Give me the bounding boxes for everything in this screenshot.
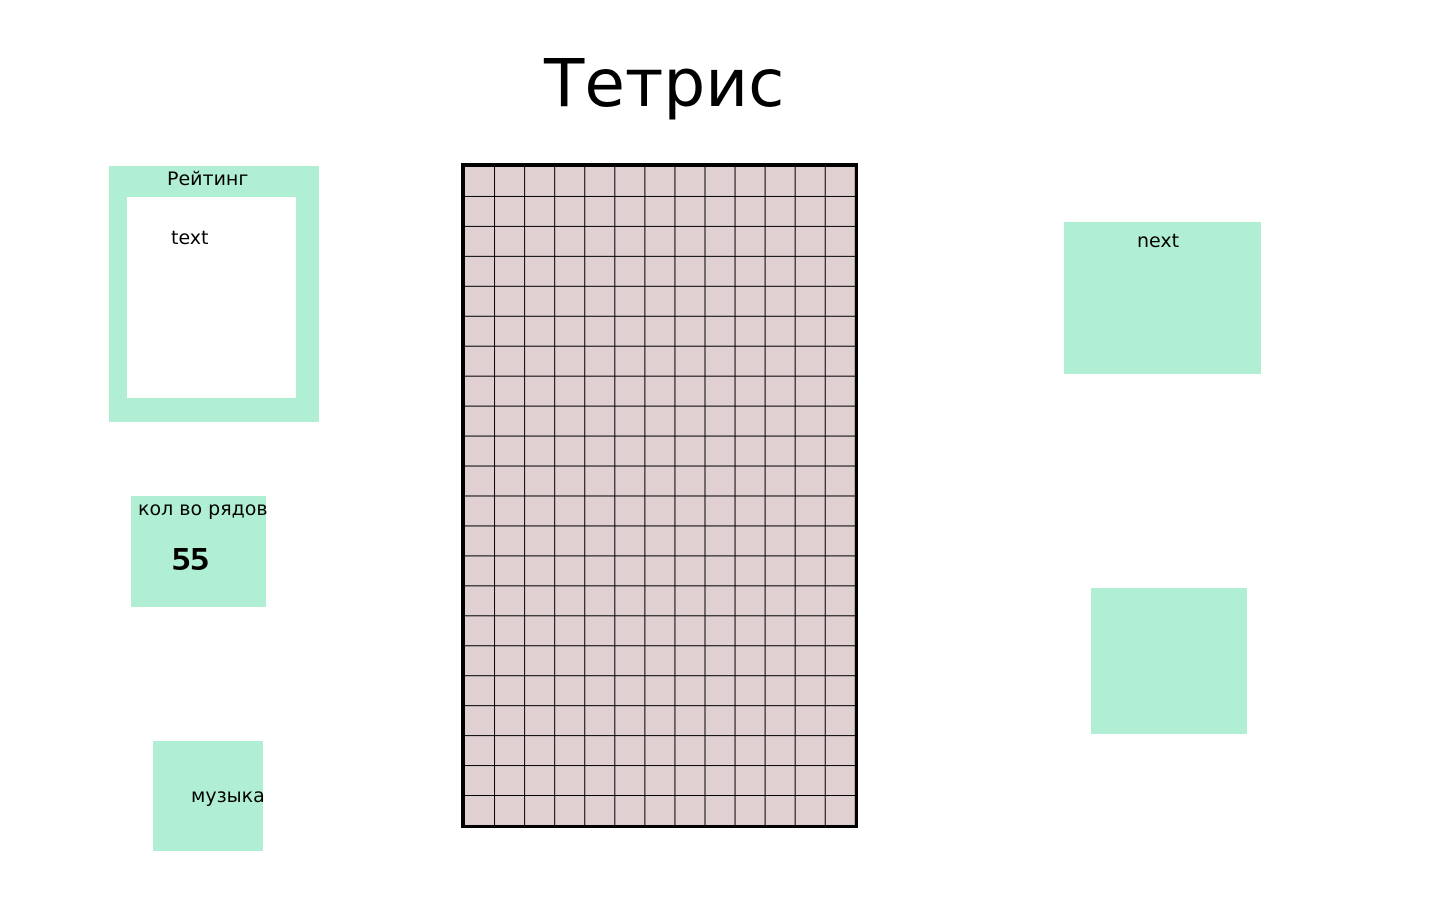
rows-count-value: 55	[171, 543, 210, 577]
rating-panel: Рейтинг text	[109, 166, 319, 422]
next-piece-label: next	[1137, 230, 1180, 252]
game-board[interactable]	[461, 163, 858, 828]
rating-text: text	[171, 227, 209, 249]
rating-list: text	[127, 197, 296, 398]
rating-label: Рейтинг	[167, 168, 249, 190]
page-title: Тетрис	[544, 45, 785, 122]
music-button[interactable]: музыка	[153, 741, 265, 851]
side-panel	[1091, 588, 1247, 734]
rows-count-label: кол во рядов	[138, 498, 268, 520]
rows-count-panel: кол во рядов 55	[131, 496, 268, 607]
music-label: музыка	[191, 785, 265, 807]
next-piece-panel: next	[1064, 222, 1261, 374]
